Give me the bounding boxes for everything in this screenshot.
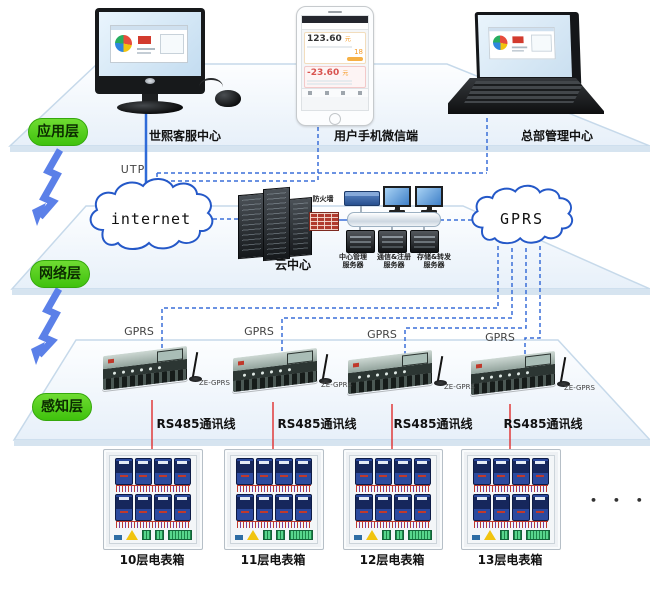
app-window [488,27,556,60]
balance-card-positive: 123.60 元 18 [304,32,366,64]
rs485-label: RS485通讯线 [156,417,236,431]
firewall-icon [309,212,339,231]
router [344,191,380,206]
desktop-label: 世熙客服中心 [148,129,222,143]
pie-chart-icon [492,35,508,50]
layer-pill-sensing: 感知层 [32,393,92,421]
rs485-label: RS485通讯线 [277,417,357,431]
home-button-icon [329,113,341,125]
gprs-link-label: GPRS [124,325,154,338]
rs485-label: RS485通讯线 [393,417,473,431]
laptop-label: 总部管理中心 [520,129,594,143]
warning-icon [126,530,139,540]
meter-box [343,449,443,550]
server-label: 存储&转发 服务器 [416,253,452,269]
warning-icon [484,530,497,540]
rs485-label: RS485通讯线 [503,417,583,431]
gprs-link-label: GPRS [367,328,397,341]
balance-card-negative: -23.60 元 [304,66,366,88]
bus-pipe [347,212,441,227]
gprs-collector [232,347,332,393]
server [378,230,407,253]
workstation-monitor [415,186,443,213]
hp-logo-icon [145,78,155,84]
ellipsis-more: • • • [590,494,649,507]
server [410,230,439,253]
utp-label: UTP [120,163,146,176]
workstation-monitor [383,186,411,213]
firewall-label: 防火墙 [312,195,334,203]
app-window [110,25,188,63]
mobile-phone: 123.60 元 18 -23.60 元 [296,6,374,126]
server [346,230,375,253]
gprs-collector [102,345,202,391]
server-label: 通信&注册 服务器 [376,253,412,269]
logo-icon [138,36,151,44]
layer-pill-network: 网络层 [30,260,90,288]
meter-box-label: 11层电表箱 [240,553,306,567]
pie-chart-icon [115,35,132,52]
cloud-center-label: 云中心 [274,258,312,272]
internet-cloud-label: internet [110,210,192,228]
meter-box-label: 10层电表箱 [119,553,185,567]
login-panel [531,34,553,52]
meter-box-label: 13层电表箱 [477,553,543,567]
rs485-lines [151,400,511,450]
server-label: 中心管理 服务器 [339,253,367,269]
laptop [448,10,608,115]
gprs-link-label: GPRS [244,325,274,338]
meter-box [461,449,561,550]
login-panel [160,34,184,54]
desktop-monitor [95,8,205,114]
gprs-collector [347,349,447,395]
collector-model-label: ZE-GPRS [199,379,230,387]
phone-tabbar [302,88,368,97]
gprs-collector [470,350,570,396]
warning-icon [366,530,379,540]
lightning-icon [31,148,64,365]
collector-model-label: ZE-GPRS [444,383,475,391]
phone-label: 用户手机微信端 [333,129,419,143]
logo-icon [512,36,524,44]
collector-model-label: ZE-GPRS [564,384,595,392]
gprs-link-label: GPRS [485,331,515,344]
collector-model-label: ZE-GPRS [321,381,352,389]
gprs-cloud-label: GPRS [499,210,545,228]
meter-box [224,449,324,550]
meter-box-label: 12层电表箱 [359,553,425,567]
mouse [199,78,241,107]
phone-button [347,57,363,61]
layer-pill-application: 应用层 [28,118,88,146]
meter-box [103,449,203,550]
warning-icon [247,530,260,540]
